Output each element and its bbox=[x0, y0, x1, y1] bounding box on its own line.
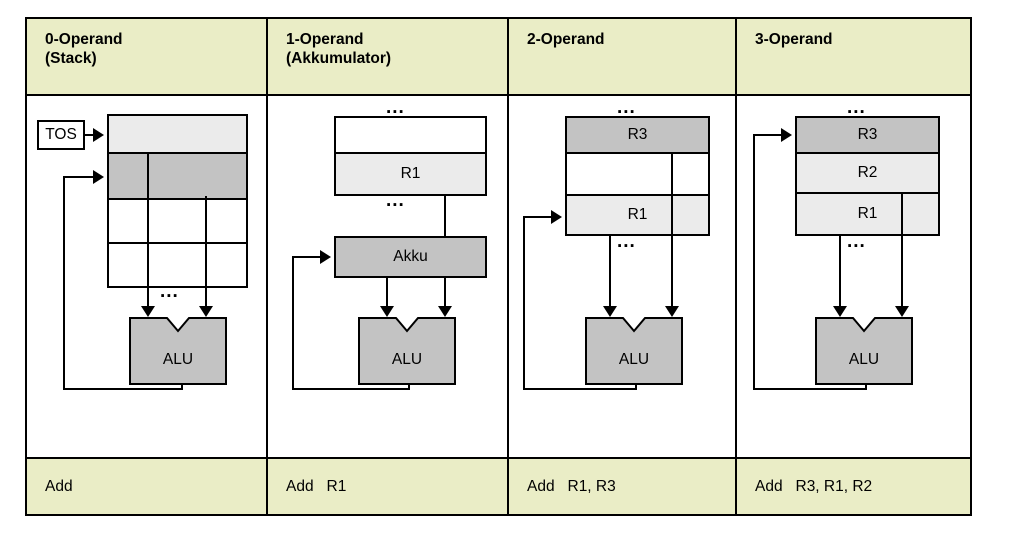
writeback-line-bottom bbox=[523, 388, 637, 390]
writeback-line-top bbox=[523, 216, 553, 218]
stack-operand-bus-right bbox=[205, 196, 207, 310]
operand-bus-left bbox=[386, 278, 388, 310]
stack-writeback-arrow-icon bbox=[93, 170, 104, 184]
regfile-ellipsis-top: ... bbox=[847, 97, 866, 118]
alu-label: ALU bbox=[391, 351, 423, 368]
column-header-two-operand: 2-Operand bbox=[509, 19, 737, 96]
column-header-zero-operand: 0-Operand (Stack) bbox=[27, 19, 268, 96]
operand-bus-right-arrow-icon bbox=[665, 306, 679, 317]
reg-cell-r3-label: R3 bbox=[627, 126, 648, 143]
operand-bus-left-arrow-icon bbox=[603, 306, 617, 317]
operand-bus-right-arrow-icon bbox=[895, 306, 909, 317]
reg-cell-r1-label: R1 bbox=[857, 205, 878, 222]
alu-label: ALU bbox=[848, 351, 880, 368]
reg-cell-empty bbox=[565, 154, 710, 196]
stack-operand-bus-left-arrow-icon bbox=[141, 306, 155, 317]
stack-cell-0 bbox=[107, 114, 248, 154]
alu-shape-icon bbox=[815, 317, 913, 385]
writeback-line-left bbox=[753, 134, 755, 390]
instruction-cell-zero-operand: Add bbox=[27, 459, 268, 514]
alu-one-operand: ALU bbox=[358, 317, 456, 385]
operand-bus-left bbox=[839, 236, 841, 310]
reg-cell-r1-label: R1 bbox=[400, 165, 421, 182]
alu-shape-icon bbox=[129, 317, 227, 385]
accumulator-label: Akku bbox=[393, 248, 428, 265]
stack-writeback-line-top bbox=[63, 176, 95, 178]
writeback-line-top bbox=[753, 134, 783, 136]
stack-cell-3 bbox=[107, 244, 248, 288]
operand-bus-left-arrow-icon bbox=[833, 306, 847, 317]
reg-cell-r1: R1 bbox=[565, 196, 710, 236]
header-line1: 1-Operand bbox=[286, 31, 364, 48]
regfile-ellipsis-bottom: ... bbox=[386, 190, 405, 211]
stack-ellipsis: ... bbox=[160, 281, 179, 302]
alu-shape-icon bbox=[358, 317, 456, 385]
instruction-cell-two-operand: Add R1, R3 bbox=[509, 459, 737, 514]
writeback-line-left bbox=[523, 216, 525, 390]
accumulator-writeback-arrow-icon bbox=[320, 250, 331, 264]
instruction-cell-one-operand: Add R1 bbox=[268, 459, 509, 514]
regfile-writeback-arrow-icon bbox=[781, 128, 792, 142]
operand-bus-left bbox=[609, 236, 611, 310]
diagram-cell-zero-operand: TOS ... bbox=[27, 96, 268, 459]
diagram-cell-one-operand: ... R1 ... Akku bbox=[268, 96, 509, 459]
column-header-three-operand: 3-Operand bbox=[737, 19, 970, 96]
writeback-line-left bbox=[292, 256, 294, 390]
stack-operand-bus-right-arrow-icon bbox=[199, 306, 213, 317]
writeback-line-bottom bbox=[292, 388, 410, 390]
operand-bus-right bbox=[671, 154, 673, 310]
alu-label: ALU bbox=[618, 351, 650, 368]
alu-two-operand: ALU bbox=[585, 317, 683, 385]
stack-cell-1 bbox=[107, 154, 248, 200]
header-line1: 3-Operand bbox=[755, 31, 833, 48]
operand-bus-right-arrow-icon bbox=[438, 306, 452, 317]
regfile-ellipsis-top: ... bbox=[386, 97, 405, 118]
header-line2: (Akkumulator) bbox=[286, 50, 392, 67]
regfile-ellipsis-bottom: ... bbox=[847, 231, 866, 252]
tos-connector-line bbox=[85, 134, 99, 136]
header-line1: 0-Operand bbox=[45, 31, 123, 48]
diagram-cell-three-operand: ... R3 R2 R1 ... bbox=[737, 96, 970, 459]
stack-writeback-line-bottom bbox=[63, 388, 183, 390]
reg-cell-r3: R3 bbox=[565, 116, 710, 154]
stack-cell-2 bbox=[107, 200, 248, 244]
operand-format-table: 0-Operand (Stack) 1-Operand (Akkumulator… bbox=[25, 17, 972, 516]
regfile-ellipsis-bottom: ... bbox=[617, 231, 636, 252]
stack-writeback-line-left bbox=[63, 176, 65, 390]
tos-label-box: TOS bbox=[37, 120, 85, 150]
reg-cell-r3: R3 bbox=[795, 116, 940, 154]
accumulator-box: Akku bbox=[334, 236, 487, 278]
header-line1: 2-Operand bbox=[527, 31, 605, 48]
reg-cell-r3-label: R3 bbox=[857, 126, 878, 143]
tos-label: TOS bbox=[45, 126, 77, 143]
regfile-writeback-arrow-icon bbox=[551, 210, 562, 224]
stack-operand-bus-left bbox=[147, 154, 149, 310]
diagram-cell-two-operand: ... R3 R1 ... bbox=[509, 96, 737, 459]
tos-arrow-icon bbox=[93, 128, 104, 142]
header-line2: (Stack) bbox=[45, 50, 97, 67]
reg-cell-r1-label: R1 bbox=[627, 206, 648, 223]
reg-cell-r1: R1 bbox=[795, 194, 940, 236]
reg-cell-r2-label: R2 bbox=[857, 164, 878, 181]
reg-cell-empty bbox=[334, 116, 487, 154]
regfile-ellipsis-top: ... bbox=[617, 97, 636, 118]
reg-cell-r2: R2 bbox=[795, 154, 940, 194]
writeback-line-bottom bbox=[753, 388, 867, 390]
alu-label: ALU bbox=[162, 351, 194, 368]
column-header-one-operand: 1-Operand (Akkumulator) bbox=[268, 19, 509, 96]
operand-bus-right bbox=[901, 194, 903, 310]
writeback-line-top bbox=[292, 256, 322, 258]
alu-three-operand: ALU bbox=[815, 317, 913, 385]
alu-zero-operand: ALU bbox=[129, 317, 227, 385]
reg-cell-r1: R1 bbox=[334, 154, 487, 196]
alu-shape-icon bbox=[585, 317, 683, 385]
operand-bus-left-arrow-icon bbox=[380, 306, 394, 317]
instruction-cell-three-operand: Add R3, R1, R2 bbox=[737, 459, 970, 514]
